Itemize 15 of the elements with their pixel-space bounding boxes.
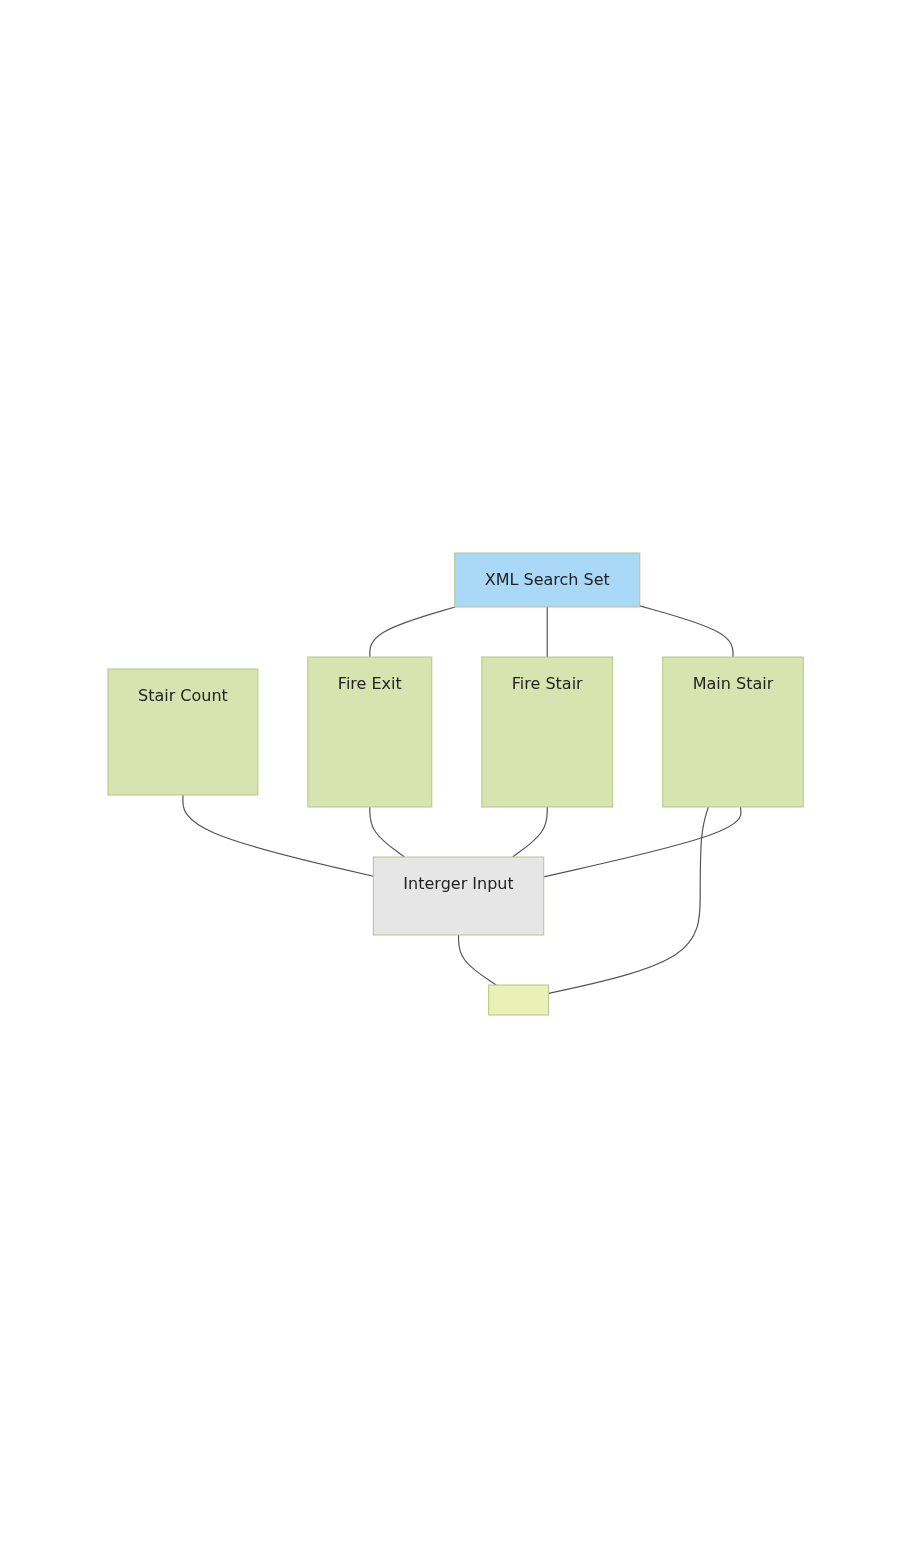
connector: [548, 805, 710, 994]
connector: [369, 605, 457, 658]
connector: [543, 805, 742, 877]
node-box: [488, 984, 550, 1015]
node-box: Interger Input: [373, 856, 545, 935]
node-box: XML Search Set: [454, 552, 641, 607]
connector: [547, 605, 549, 658]
connector: [512, 805, 549, 858]
node-box: Stair Count: [107, 668, 259, 795]
node-box: Main Stair: [662, 656, 805, 807]
connector: [369, 805, 406, 858]
node-box: Fire Exit: [307, 656, 433, 807]
connector: [182, 793, 375, 877]
node-box: Fire Stair: [481, 656, 614, 807]
connector: [639, 604, 734, 658]
